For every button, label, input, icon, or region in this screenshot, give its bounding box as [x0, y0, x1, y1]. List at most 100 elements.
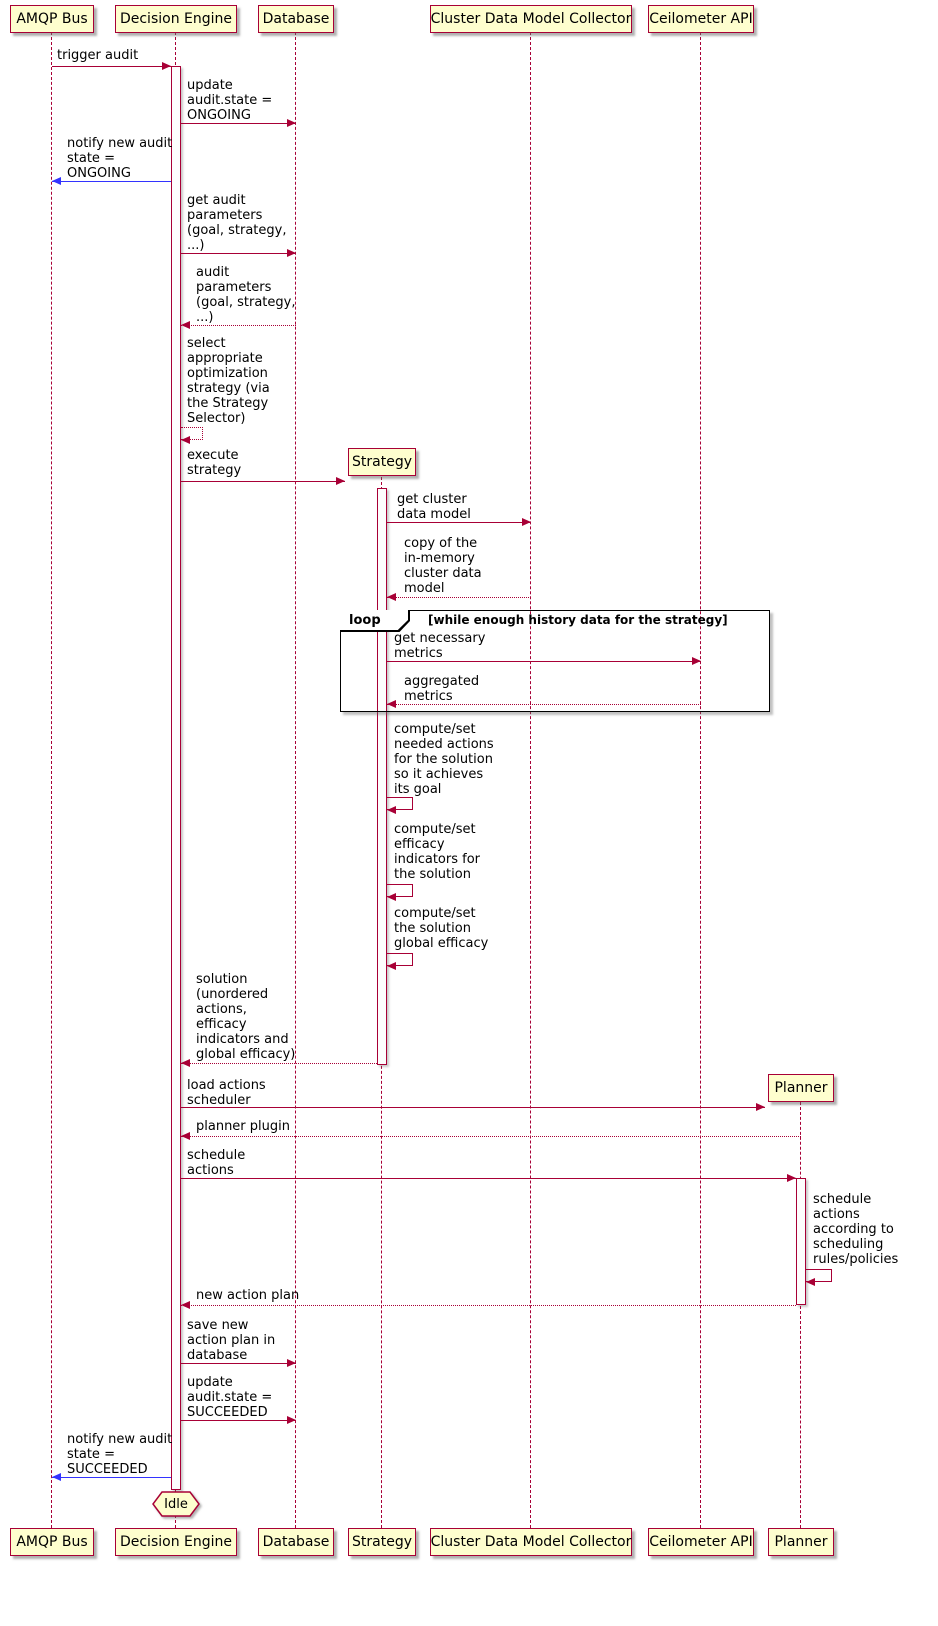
arrowhead: [692, 657, 701, 665]
participant-database-top: Database: [258, 5, 334, 33]
message-line: [52, 1477, 171, 1478]
message-line: [181, 1305, 796, 1306]
participant-cluster-data-model-collector-top: Cluster Data Model Collector: [430, 5, 632, 33]
lifeline-planner: [800, 1102, 801, 1528]
participant-label: Decision Engine: [119, 1534, 233, 1550]
message-line: [181, 1136, 801, 1137]
arrowhead: [181, 321, 190, 329]
participant-label: Cluster Data Model Collector: [430, 11, 632, 27]
message-label: new action plan: [196, 1288, 300, 1303]
participant-ceilometer-api-top: Ceilometer API: [648, 5, 754, 33]
message-label: schedule actions according to scheduling…: [813, 1192, 899, 1267]
message-line: [52, 66, 171, 67]
arrowhead: [387, 593, 396, 601]
message-label: compute/set the solution global efficacy: [394, 906, 489, 951]
message-label: notify new audit state = ONGOING: [67, 136, 173, 181]
activation-planner: [796, 1178, 806, 1305]
message-line: [181, 123, 296, 124]
end-state-idle: Idle: [152, 1491, 200, 1517]
message-line: [181, 253, 296, 254]
participant-decision-engine-bottom: Decision Engine: [115, 1528, 237, 1556]
message-line: [181, 1063, 377, 1064]
arrowhead: [287, 1359, 296, 1367]
arrowhead: [181, 1301, 190, 1309]
message-label: solution (unordered actions, efficacy in…: [196, 972, 296, 1062]
lifeline-amqp-bus: [51, 32, 52, 1528]
message-line: [181, 1178, 796, 1179]
arrowhead: [387, 893, 396, 901]
message-label: compute/set needed actions for the solut…: [394, 722, 494, 797]
lifeline-cluster-data-model-collector: [530, 32, 531, 1528]
self-message-line: [387, 884, 413, 897]
message-line: [387, 522, 531, 523]
participant-label: AMQP Bus: [16, 11, 88, 27]
message-label: save new action plan in database: [187, 1318, 276, 1363]
arrowhead: [787, 1174, 796, 1182]
message-line: [387, 597, 531, 598]
message-line: [181, 481, 345, 482]
message-line: [181, 1420, 296, 1421]
arrowhead: [336, 477, 345, 485]
participant-label: AMQP Bus: [16, 1534, 88, 1550]
activation-decision-engine: [171, 66, 181, 1490]
message-label: audit parameters (goal, strategy, ...): [196, 265, 296, 325]
arrowhead: [522, 518, 531, 526]
loop-label: loop: [340, 610, 408, 630]
participant-strategy-bottom: Strategy: [348, 1528, 416, 1556]
message-label: get cluster data model: [397, 492, 471, 522]
lifeline-ceilometer-api: [700, 32, 701, 1528]
self-message-line: [387, 797, 413, 810]
message-label: get audit parameters (goal, strategy, ..…: [187, 193, 287, 253]
arrowhead: [387, 700, 396, 708]
message-label: schedule actions: [187, 1148, 246, 1178]
activation-strategy: [377, 488, 387, 1065]
participant-label: Strategy: [352, 1534, 412, 1550]
self-message-line: [181, 427, 203, 440]
message-line: [387, 704, 701, 705]
participant-label: Database: [262, 11, 330, 27]
arrowhead: [52, 1473, 61, 1481]
arrowhead: [181, 1132, 190, 1140]
participant-planner-bottom: Planner: [768, 1528, 834, 1556]
arrowhead: [756, 1103, 765, 1111]
participant-planner-created: Planner: [768, 1074, 834, 1102]
message-label: planner plugin: [196, 1119, 290, 1134]
message-label: get necessary metrics: [394, 631, 486, 661]
arrowhead: [387, 962, 396, 970]
arrowhead: [181, 1059, 190, 1067]
message-line: [387, 661, 701, 662]
participant-amqp-bus-bottom: AMQP Bus: [10, 1528, 94, 1556]
participant-strategy-created: Strategy: [348, 448, 416, 476]
arrowhead: [287, 249, 296, 257]
message-label: copy of the in-memory cluster data model: [404, 536, 482, 596]
participant-database-bottom: Database: [258, 1528, 334, 1556]
participant-decision-engine-top: Decision Engine: [115, 5, 237, 33]
participant-label: Planner: [774, 1534, 828, 1550]
participant-label: Strategy: [352, 454, 412, 470]
message-label: load actions scheduler: [187, 1078, 266, 1108]
message-label: execute strategy: [187, 448, 242, 478]
hexagon-shape: [152, 1491, 200, 1517]
arrowhead: [162, 62, 171, 70]
loop-frame: [340, 610, 770, 712]
participant-label: Planner: [774, 1080, 828, 1096]
loop-condition: [while enough history data for the strat…: [428, 613, 728, 627]
arrowhead: [181, 436, 190, 444]
participant-label: Ceilometer API: [649, 11, 753, 27]
arrowhead: [287, 119, 296, 127]
arrowhead: [52, 177, 61, 185]
message-line: [181, 325, 296, 326]
arrowhead: [387, 806, 396, 814]
participant-label: Cluster Data Model Collector: [430, 1534, 632, 1550]
participant-cluster-data-model-collector-bottom: Cluster Data Model Collector: [430, 1528, 632, 1556]
participant-label: Ceilometer API: [649, 1534, 753, 1550]
self-message-line: [806, 1269, 832, 1282]
message-label: compute/set efficacy indicators for the …: [394, 822, 481, 882]
message-label: trigger audit: [57, 48, 139, 63]
loop-tag: loop: [340, 610, 410, 632]
message-label: notify new audit state = SUCCEEDED: [67, 1432, 173, 1477]
message-label: update audit.state = SUCCEEDED: [187, 1375, 273, 1420]
self-message-line: [387, 953, 413, 966]
message-label: select appropriate optimization strategy…: [187, 336, 270, 426]
